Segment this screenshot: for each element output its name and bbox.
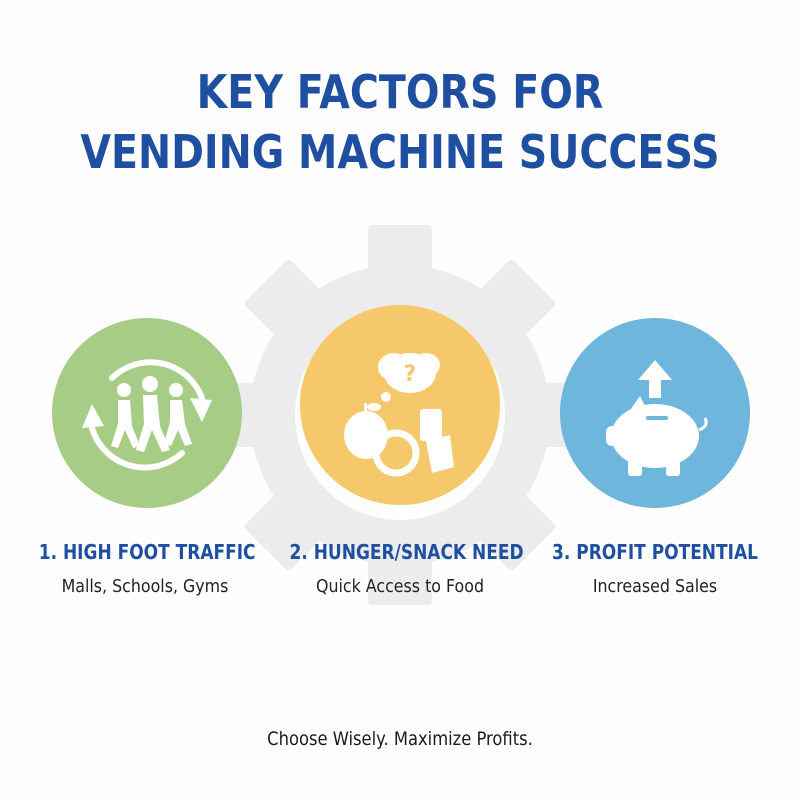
walking-people-cycle-icon (82, 359, 212, 471)
title-line-2: VENDING MACHINE SUCCESS (80, 125, 720, 179)
factor-3-title: 3. PROFIT POTENTIAL (552, 540, 758, 564)
profit-circle (560, 318, 750, 508)
snack-need-circle: ? (300, 305, 500, 505)
foot-traffic-circle (52, 318, 242, 508)
factor-1-title: 1. HIGH FOOT TRAFFIC (38, 540, 256, 564)
piggy-bank-up-arrow-icon (606, 360, 708, 476)
tagline: Choose Wisely. Maximize Profits. (267, 728, 533, 750)
factor-1-subtitle: Malls, Schools, Gyms (61, 576, 229, 597)
title-line-1: KEY FACTORS FOR (196, 65, 604, 119)
factor-3-subtitle: Increased Sales (592, 576, 718, 597)
factor-2-title: 2. HUNGER/SNACK NEED (289, 540, 524, 564)
svg-text:?: ? (404, 362, 417, 387)
snacks-question-icon: ? (344, 353, 454, 477)
factor-2-subtitle: Quick Access to Food (315, 576, 484, 597)
page-title: KEY FACTORS FOR VENDING MACHINE SUCCESS (56, 62, 744, 182)
